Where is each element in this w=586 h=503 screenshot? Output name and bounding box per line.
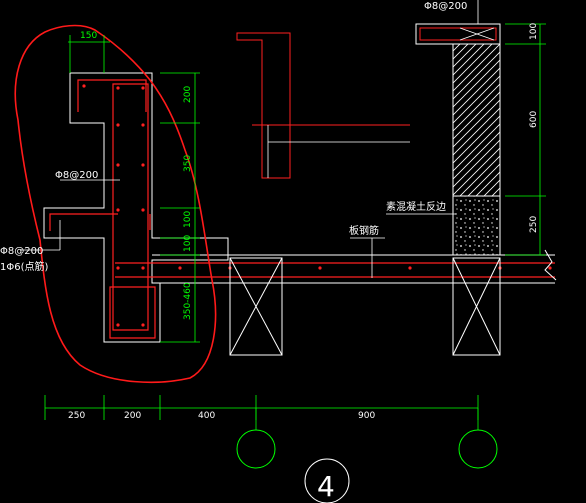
label-rebar-top-right: Φ8@200 <box>424 1 467 12</box>
rebar-hook-left <box>49 213 118 231</box>
revision-cloud <box>14 24 217 384</box>
rebar-stirrup-vertical <box>112 83 149 331</box>
dim-r100: 100 <box>529 23 539 40</box>
left-vertical-dimension <box>160 72 200 343</box>
dim-b400: 400 <box>198 411 215 421</box>
dim-b250: 250 <box>68 411 85 421</box>
label-concrete-curb: 素混凝土反边 <box>386 200 446 213</box>
right-column <box>415 0 501 356</box>
hatched-wall <box>452 43 501 197</box>
rebar-stirrup-bottom <box>109 286 156 339</box>
label-rebar-bottom-2: 1Φ6(点筋) <box>0 260 48 273</box>
dim-150: 150 <box>80 31 97 41</box>
break-line-symbol <box>544 249 557 281</box>
concrete-curb <box>452 195 501 256</box>
detail-number-circle <box>304 458 350 503</box>
middle-detail-outline <box>236 32 291 179</box>
bottom-dimension <box>44 395 479 430</box>
dim-200: 200 <box>183 86 193 103</box>
dim-r600: 600 <box>529 111 539 128</box>
detail-number: 4 <box>317 470 335 503</box>
top-dimension <box>68 35 110 73</box>
dim-r250: 250 <box>529 216 539 233</box>
label-slab-rebar: 板钢筋 <box>349 224 379 237</box>
label-rebar-left: Φ8@200 <box>55 170 98 181</box>
wall-cross-box-left <box>229 257 283 356</box>
label-rebar-bottom-1: Φ8@200 <box>0 246 43 257</box>
dim-350-460: 350-460 <box>183 282 193 320</box>
dim-100a: 100 <box>183 211 193 228</box>
dim-b900: 900 <box>358 411 375 421</box>
axis-circle-left <box>236 429 276 469</box>
left-section-detail <box>20 72 555 343</box>
dim-350: 350 <box>183 155 193 172</box>
rebar-stirrup-upper <box>77 79 147 112</box>
dim-100b: 100 <box>183 235 193 252</box>
right-vertical-dimension <box>505 23 546 256</box>
dim-b200: 200 <box>124 411 141 421</box>
axis-circle-right <box>458 429 498 469</box>
